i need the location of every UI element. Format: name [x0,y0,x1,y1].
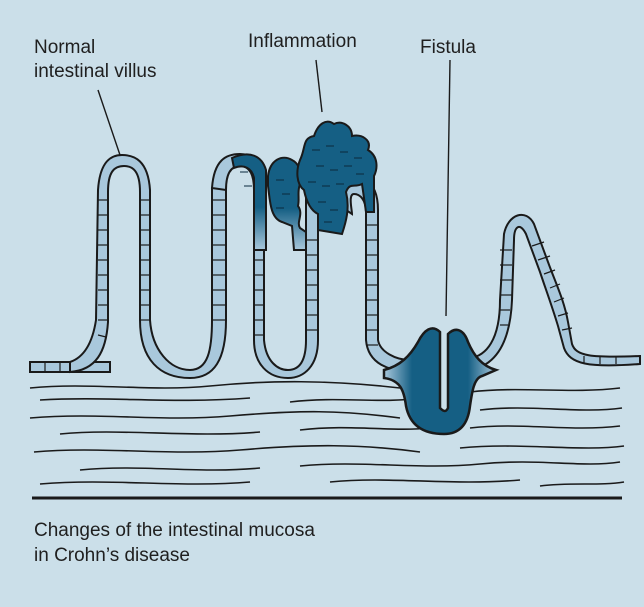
normal-villus-label-line1: Normal [34,36,157,60]
caption-line1: Changes of the intestinal mucosa [34,518,315,543]
right-villus [470,215,640,370]
inflammation-label: Inflammation [248,30,357,54]
inflammation-area [232,122,376,250]
normal-villus-label: Normal intestinal villus [34,36,157,84]
figure-caption: Changes of the intestinal mucosa in Croh… [34,518,315,568]
normal-villus [70,155,226,378]
submucosa-fibers [30,382,624,486]
fistula-label: Fistula [420,36,476,60]
normal-villus-label-line2: intestinal villus [34,60,157,84]
fistula-structure [384,328,496,434]
caption-line2: in Crohn’s disease [34,543,315,568]
